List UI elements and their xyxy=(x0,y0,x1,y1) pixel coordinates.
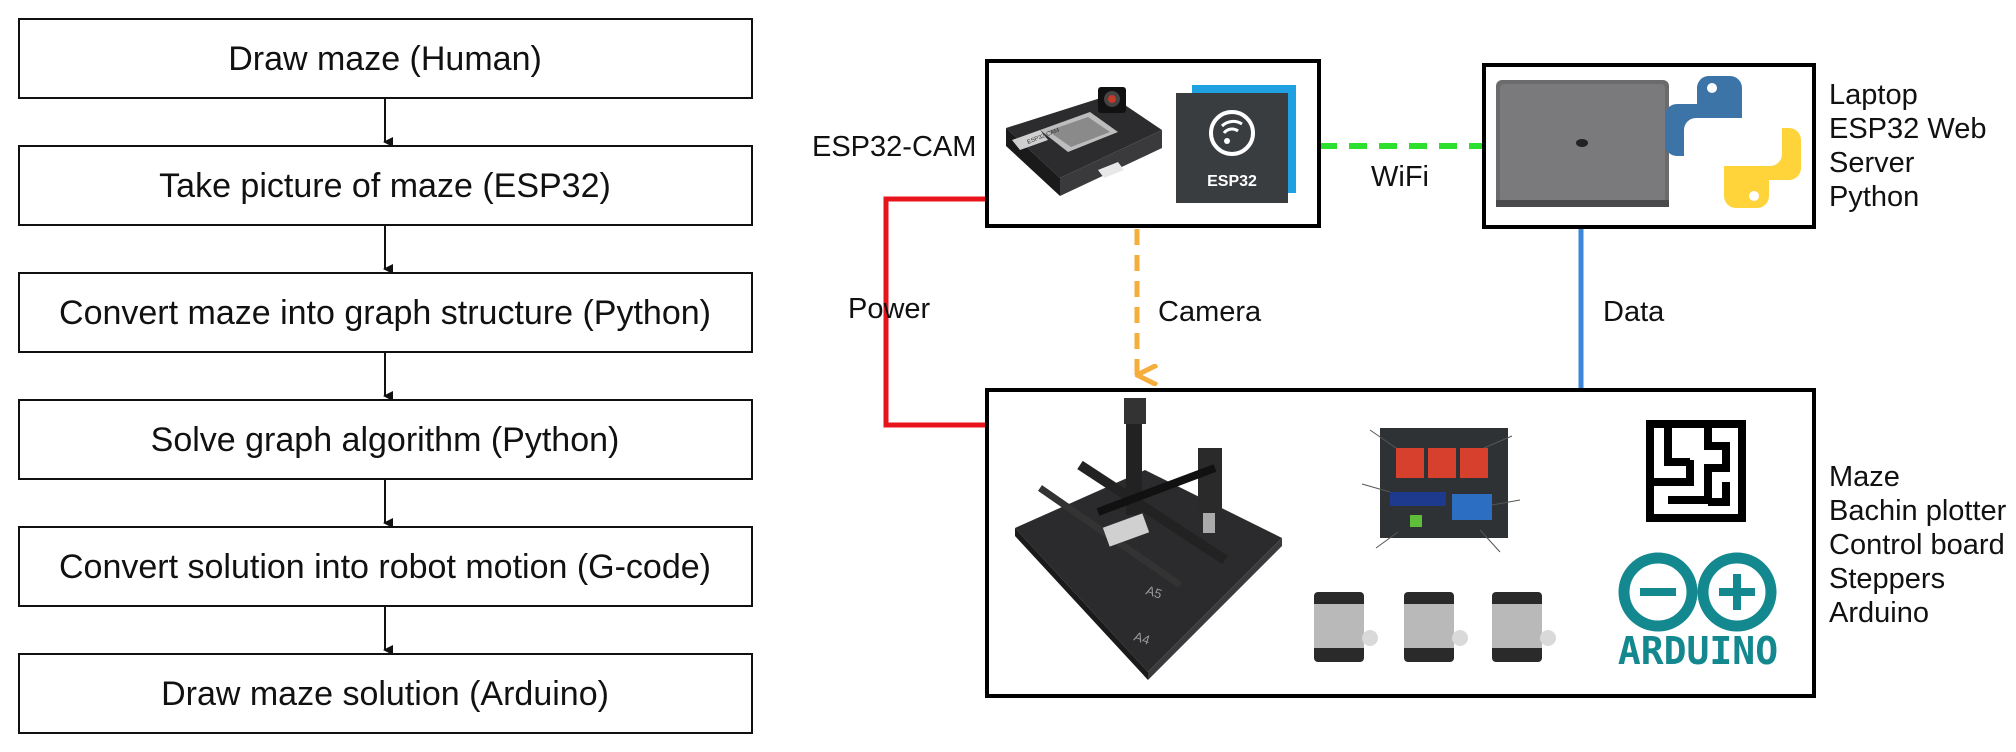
flowchart: Draw maze (Human) Take picture of maze (… xyxy=(18,18,753,734)
flow-step-1: Draw maze (Human) xyxy=(18,18,753,99)
plotter-mark-a4: A4 xyxy=(1132,629,1152,648)
plotter-box: A5 A4 xyxy=(985,388,2007,698)
laptop-description: Laptop ESP32 Web Server Python xyxy=(1829,79,1986,213)
flow-step-3-label: Convert maze into graph structure (Pytho… xyxy=(59,294,711,332)
flow-step-4-label: Solve graph algorithm (Python) xyxy=(151,421,620,459)
plotter-description: Maze Bachin plotter Control board Steppe… xyxy=(1829,461,2007,629)
wifi-label: WiFi xyxy=(1371,161,1429,193)
flow-step-4: Solve graph algorithm (Python) xyxy=(18,399,753,480)
plotter-line-3: Control board xyxy=(1829,529,2005,561)
python-logo-icon xyxy=(1665,76,1801,208)
flow-step-3: Convert maze into graph structure (Pytho… xyxy=(18,272,753,353)
connections: WiFi Power Camera Data xyxy=(848,143,1665,428)
power-line xyxy=(883,196,985,428)
esp32-cam-box: ESP32-CAM ESP32-CAM ESP32 xyxy=(812,59,1321,228)
flow-step-6: Draw maze solution (Arduino) xyxy=(18,653,753,734)
flow-step-5: Convert solution into robot motion (G-co… xyxy=(18,526,753,607)
stepper-motor xyxy=(1492,592,1556,662)
power-label: Power xyxy=(848,293,931,325)
esp32-chip-text: ESP32 xyxy=(1207,173,1257,190)
laptop-box: Laptop ESP32 Web Server Python xyxy=(1482,63,1986,229)
plotter-line-2: Bachin plotter xyxy=(1829,495,2007,527)
esp32-chip-image: ESP32 xyxy=(1176,85,1296,203)
stepper-motor xyxy=(1314,592,1378,662)
laptop-line-4: Python xyxy=(1829,181,1919,213)
stepper-motor xyxy=(1404,592,1468,662)
plotter-line-5: Arduino xyxy=(1829,597,1929,629)
flow-step-1-label: Draw maze (Human) xyxy=(228,40,542,78)
stepper-motors-image xyxy=(1314,592,1556,662)
esp32-cam-label: ESP32-CAM xyxy=(812,131,976,163)
flow-step-6-label: Draw maze solution (Arduino) xyxy=(161,675,609,713)
camera-label: Camera xyxy=(1158,296,1262,328)
control-board-image xyxy=(1361,428,1521,553)
laptop-line-2: ESP32 Web xyxy=(1829,113,1986,145)
laptop-line-1: Laptop xyxy=(1829,79,1918,111)
laptop-image xyxy=(1496,80,1669,207)
arduino-logo-icon: ARDUINO xyxy=(1618,552,1778,673)
laptop-line-3: Server xyxy=(1829,147,1915,179)
plotter-line-1: Maze xyxy=(1829,461,1900,493)
data-label: Data xyxy=(1603,296,1665,328)
plotter-line-4: Steppers xyxy=(1829,563,1945,595)
flow-step-2-label: Take picture of maze (ESP32) xyxy=(159,167,611,205)
plotter-image: A5 A4 xyxy=(1015,398,1282,680)
esp32-wifi-logo-icon xyxy=(1209,110,1255,156)
flow-step-5-label: Convert solution into robot motion (G-co… xyxy=(59,548,711,586)
esp32-cam-board-image: ESP32-CAM xyxy=(1006,87,1162,196)
flow-step-2: Take picture of maze (ESP32) xyxy=(18,145,753,226)
arduino-logo-text: ARDUINO xyxy=(1618,629,1778,673)
plotter-mark-a5: A5 xyxy=(1144,583,1164,602)
maze-icon xyxy=(1646,420,1746,522)
